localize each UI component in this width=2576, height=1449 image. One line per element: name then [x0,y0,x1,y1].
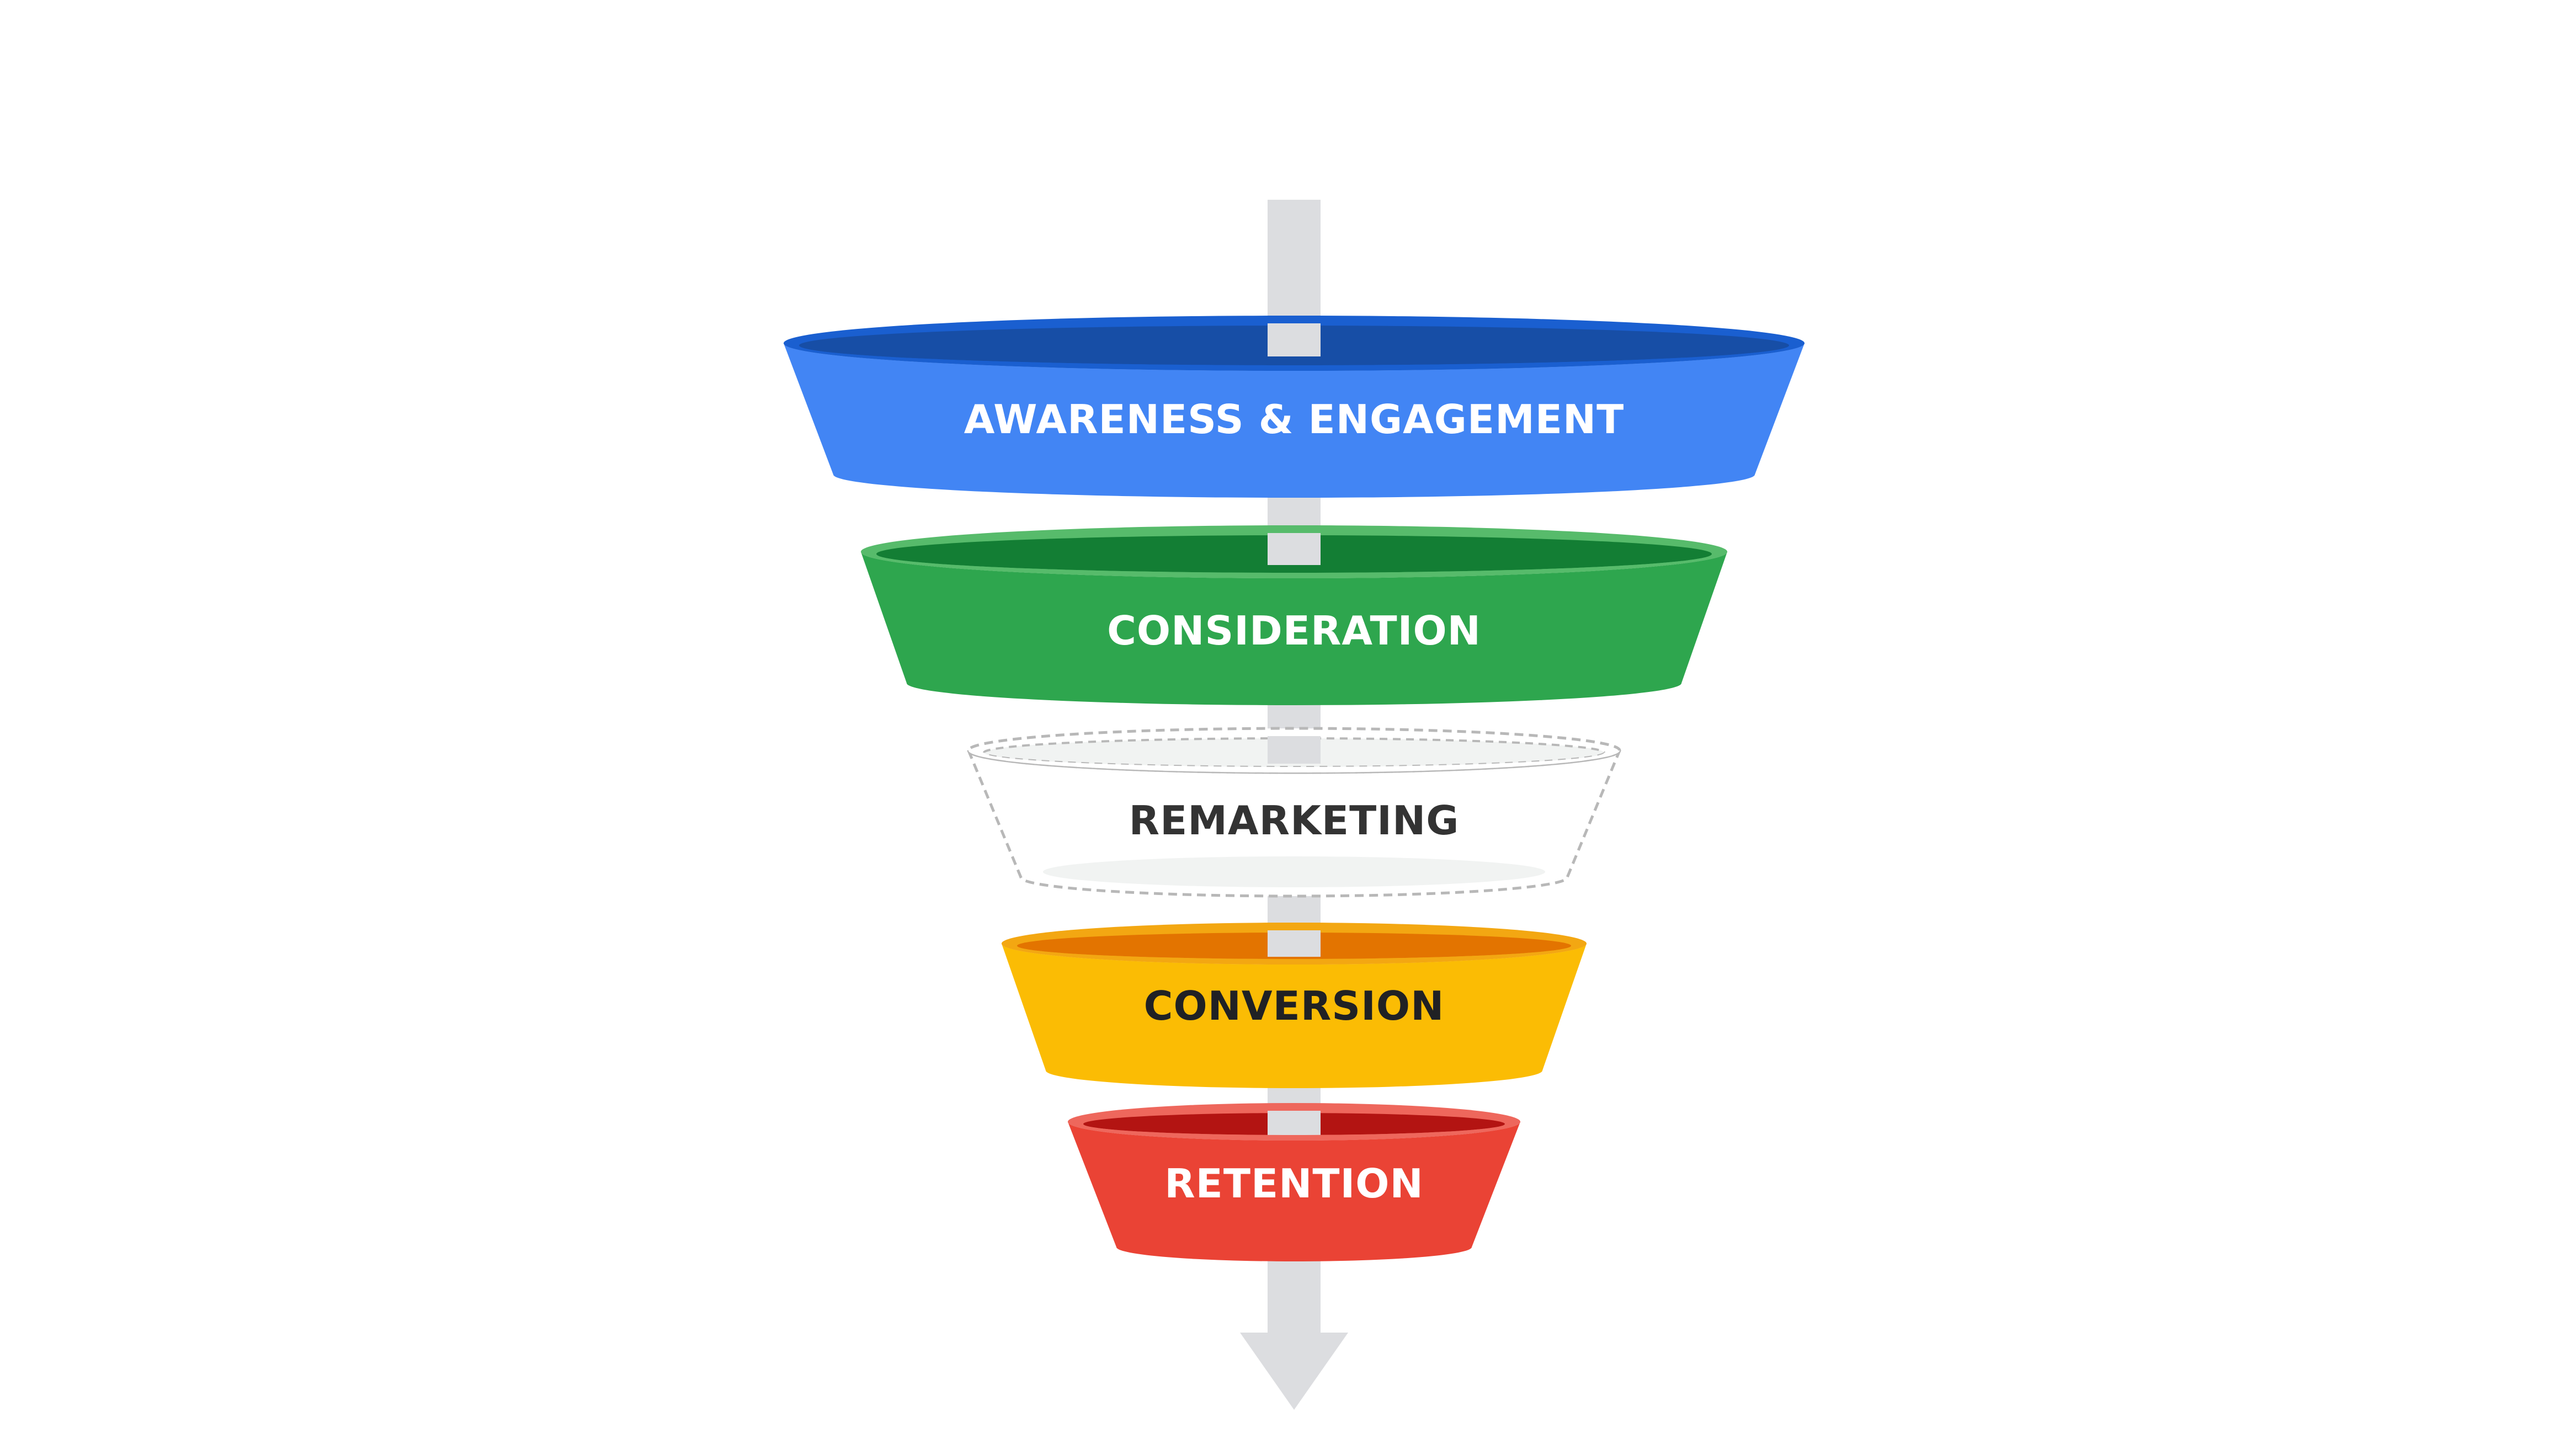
funnel-stage-label: CONVERSION [1144,983,1445,1029]
funnel-band-body [1002,944,1587,1088]
funnel-stage-label: RETENTION [1164,1160,1424,1207]
funnel-band-front-lip [861,552,1727,578]
funnel-band-body [861,552,1727,705]
funnel-stage-label: CONSIDERATION [1107,608,1481,654]
funnel-stages: AWARENESS & ENGAGEMENT CONSIDERATION REMAR… [784,316,1805,1261]
funnel-stage-conversion: CONVERSION [1002,923,1587,1088]
funnel-stage-awareness-engagement: AWARENESS & ENGAGEMENT [784,316,1805,498]
funnel-band-bottom-shade [1043,856,1545,887]
funnel-band-body [784,343,1805,498]
flow-arrow-segment [1268,736,1321,764]
flow-arrow-segment [1268,1111,1321,1135]
flow-arrow-segment [1268,930,1321,957]
flow-arrow-head [1240,1333,1348,1410]
funnel-band-body [1068,1122,1520,1261]
funnel-band-front-lip [784,343,1805,371]
flow-arrow-segment [1268,533,1321,565]
funnel-band-front-lip [1068,1122,1520,1141]
funnel-band-front-lip [968,750,1620,773]
flow-arrow-segment [1268,323,1321,356]
funnel-stage-label: REMARKETING [1129,797,1460,844]
funnel-stage-retention: RETENTION [1068,1103,1520,1261]
funnel-band-front-lip [1002,944,1587,965]
funnel-stage-label: AWARENESS & ENGAGEMENT [964,396,1625,443]
